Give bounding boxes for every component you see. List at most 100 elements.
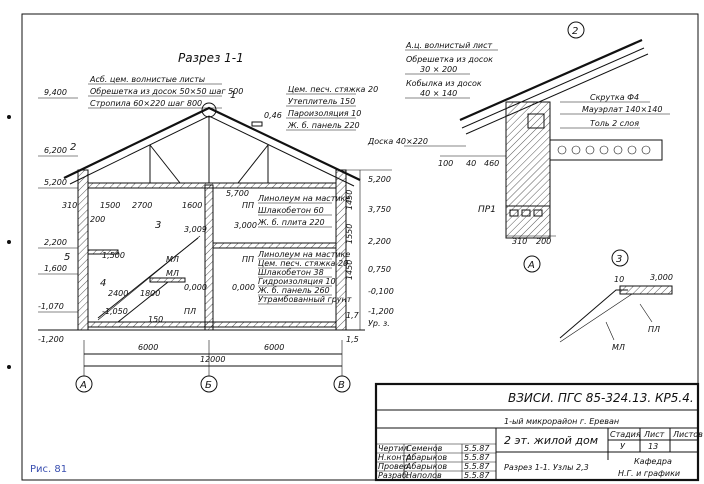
node-2-mauerlat	[527, 113, 545, 129]
svg-text:Чертил: Чертил	[378, 444, 408, 453]
floor-lower-callout: Линолеум на мастике Цем. песч. стяжка 20…	[257, 250, 352, 305]
mark-2: 2	[70, 142, 76, 153]
svg-text:10: 10	[614, 275, 624, 284]
svg-text:1450: 1450	[345, 190, 354, 210]
node-3: 3 10 3,000 ПЛ МЛ	[559, 249, 673, 352]
figure-caption: Рис. 81	[30, 464, 68, 475]
svg-text:Стадия: Стадия	[610, 430, 641, 439]
svg-text:460: 460	[484, 159, 499, 168]
margin-bullet-3	[7, 365, 11, 369]
svg-text:Наполов: Наполов	[406, 471, 442, 480]
wall-left	[77, 169, 89, 331]
svg-text:Ж. б. панель 220: Ж. б. панель 220	[287, 121, 360, 130]
stair-lower-flight	[117, 281, 169, 323]
svg-text:Н.контр.: Н.контр.	[378, 453, 414, 462]
svg-text:0,46: 0,46	[264, 111, 282, 120]
svg-text:Ур. з.: Ур. з.	[368, 319, 390, 328]
mark-1: 1	[230, 90, 236, 101]
svg-text:310: 310	[62, 201, 77, 210]
svg-text:40 × 140: 40 × 140	[420, 89, 457, 98]
svg-text:МЛ: МЛ	[166, 269, 179, 278]
svg-text:Абарыков: Абарыков	[405, 462, 447, 471]
axis-b-label: Б	[205, 380, 212, 391]
ridge-node	[201, 102, 217, 118]
svg-text:Стропила 60×220 шаг 800: Стропила 60×220 шаг 800	[90, 99, 202, 108]
svg-text:Мауэрлат 140×140: Мауэрлат 140×140	[582, 105, 662, 114]
svg-text:Шлакобетон 38: Шлакобетон 38	[258, 268, 324, 277]
left-level-minus1070: -1,070	[38, 302, 64, 311]
svg-text:3,750: 3,750	[368, 205, 391, 214]
axis-a-label: А	[79, 380, 87, 391]
svg-text:Скрутка Ф4: Скрутка Ф4	[590, 93, 639, 102]
svg-text:У: У	[620, 442, 626, 451]
axis-b-marker	[200, 375, 218, 393]
svg-text:2700: 2700	[132, 201, 152, 210]
svg-text:3,000: 3,000	[650, 273, 673, 282]
left-level-6200: 6,200	[44, 146, 67, 155]
svg-text:5.5.87: 5.5.87	[464, 462, 490, 471]
svg-text:1800: 1800	[140, 289, 160, 298]
floor-slab-2	[212, 242, 337, 249]
svg-text:5,700: 5,700	[226, 189, 249, 198]
floor-slab-1	[87, 321, 337, 328]
svg-text:Линолеум на мастике: Линолеум на мастике	[257, 194, 350, 203]
left-level-1600: 1,600	[44, 264, 67, 273]
svg-text:МЛ: МЛ	[612, 343, 625, 352]
svg-text:0,000: 0,000	[184, 283, 207, 292]
title-object: 2 эт. жилой дом	[504, 434, 598, 447]
svg-text:30 × 200: 30 × 200	[420, 65, 457, 74]
svg-text:100: 100	[438, 159, 453, 168]
svg-text:5,200: 5,200	[368, 175, 391, 184]
svg-text:А.ц. волнистый лист: А.ц. волнистый лист	[405, 41, 493, 50]
svg-text:1550: 1550	[345, 224, 354, 244]
svg-text:Линолеум на мастике: Линолеум на мастике	[257, 250, 350, 259]
svg-text:Ж. б. панель 260: Ж. б. панель 260	[257, 286, 330, 295]
roof-line	[63, 106, 361, 181]
node-2-roof-sheet	[459, 38, 643, 122]
svg-text:1,7: 1,7	[346, 311, 360, 320]
svg-text:ПЛ: ПЛ	[648, 325, 660, 334]
svg-text:-1,050: -1,050	[102, 307, 128, 316]
svg-text:Листов: Листов	[672, 430, 703, 439]
left-level-2200: 2,200	[44, 238, 67, 247]
svg-text:Семенов: Семенов	[406, 444, 443, 453]
svg-text:3,009: 3,009	[184, 225, 207, 234]
svg-text:Разраб.: Разраб.	[378, 471, 409, 480]
node-2-slab	[549, 139, 663, 161]
interior-annotations: 0,46 310 1500 2700 1600 200 5,700 3,000 …	[62, 111, 360, 344]
svg-text:3: 3	[616, 254, 622, 265]
node-3-marker	[611, 249, 629, 267]
section-title: Разрез 1-1	[178, 51, 244, 65]
mark-4: 4	[100, 278, 106, 289]
axis-v-label: В	[338, 380, 345, 391]
svg-text:Утрамбованный грунт: Утрамбованный грунт	[258, 295, 352, 304]
svg-text:Абарыков: Абарыков	[405, 453, 447, 462]
attic-slab	[87, 182, 337, 189]
svg-text:1,500: 1,500	[102, 251, 125, 260]
title-block: ВЗИСИ. ПГС 85-324.13. КР5.4. 1-ый микрор…	[374, 382, 703, 482]
axis-a-marker	[75, 375, 93, 393]
svg-text:-1,200: -1,200	[368, 307, 394, 316]
svg-text:Гидроизоляция 10: Гидроизоляция 10	[258, 277, 336, 286]
svg-text:200: 200	[90, 215, 105, 224]
dim-12000: 12000	[200, 355, 225, 364]
svg-text:А: А	[527, 260, 535, 271]
svg-text:200: 200	[536, 237, 551, 246]
dim-6000-right: 6000	[264, 343, 284, 352]
svg-text:0,750: 0,750	[368, 265, 391, 274]
svg-text:ПП: ПП	[242, 255, 254, 264]
svg-text:5.5.87: 5.5.87	[464, 444, 490, 453]
svg-text:1600: 1600	[182, 201, 202, 210]
wall-middle	[204, 184, 214, 331]
left-level-minus1200: -1,200	[38, 335, 64, 344]
svg-text:310: 310	[512, 237, 527, 246]
title-org-2: Н.Г. и графики	[618, 469, 680, 478]
svg-text:МЛ: МЛ	[166, 255, 179, 264]
svg-text:Обрешетка из досок 50×50 шаг 5: Обрешетка из досок 50×50 шаг 500	[90, 87, 243, 96]
margin-bullet-1	[7, 115, 11, 119]
margin-bullet-2	[7, 240, 11, 244]
svg-text:5.5.87: 5.5.87	[464, 453, 490, 462]
svg-text:Утеплитель 150: Утеплитель 150	[288, 97, 355, 106]
svg-text:1450: 1450	[345, 260, 354, 280]
